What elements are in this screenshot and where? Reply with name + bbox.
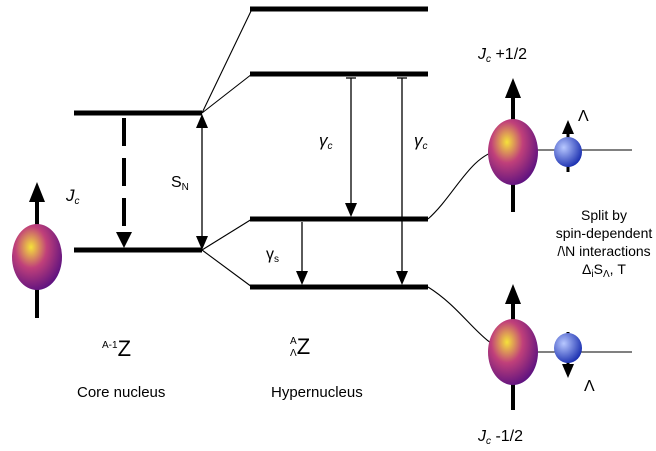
core-spin-label: Jc: [66, 186, 80, 207]
connector-1: [201, 8, 253, 114]
lower-nucleus-spin-arrow-head: [505, 284, 521, 304]
lower-nucleus-sphere: [488, 319, 538, 385]
hyper-hyperon-sub: Λ: [290, 348, 297, 360]
connector-2: [201, 73, 253, 114]
core-dashed-arrow-head: [116, 232, 132, 248]
upper-state-j: J: [478, 46, 486, 63]
hyper-caption: Hypernucleus: [271, 384, 363, 401]
gamma-s-sub: s: [274, 254, 279, 265]
core-caption: Core nucleus: [77, 384, 166, 401]
lower-lambda-sphere: [554, 333, 582, 363]
upper-lambda-spin-arrow-head: [562, 120, 574, 134]
split-note-t: , T: [609, 261, 626, 277]
lower-state-suffix: -1/2: [495, 428, 524, 445]
split-note-line-2: spin-dependent: [555, 225, 653, 241]
split-note-line-3: /\N interactions: [557, 243, 651, 259]
sn-symbol: S: [171, 174, 182, 191]
core-element: Z: [117, 336, 132, 361]
gamma-c-label-2: γc: [414, 131, 428, 152]
hyper-mass-prefix: A: [290, 336, 297, 348]
core-spin-symbol: J: [66, 186, 75, 205]
upper-lambda-label: Λ: [578, 108, 589, 125]
lower-lambda-label: Λ: [584, 378, 595, 395]
hyper-nucleus-symbol: A Λ Z: [290, 334, 310, 360]
core-nucleus-sphere: [12, 224, 62, 290]
split-note-s: S: [593, 261, 603, 277]
hyper-element: Z: [296, 334, 311, 359]
gamma-s-transition-head: [296, 271, 308, 285]
lower-state-label: Jc -1/2: [478, 428, 523, 447]
gamma-c-sub-2: c: [422, 141, 428, 152]
connector-3: [201, 218, 253, 251]
lower-lambda-spin-arrow-head: [562, 364, 574, 378]
upper-nucleus-sphere: [488, 119, 538, 185]
connector-4: [201, 249, 253, 288]
sn-label: SN: [171, 174, 189, 193]
core-nucleus-symbol: A-1Z: [102, 336, 131, 362]
split-note-line-4: ΔiSΛ, T: [552, 260, 656, 284]
split-note-delta: Δ: [582, 261, 592, 277]
upper-nucleus-spin-arrow-head: [505, 78, 521, 98]
gamma-c-symbol-2: γ: [414, 131, 423, 150]
split-note-sub-lambda: Λ: [602, 269, 610, 280]
gamma-c-sub-1: c: [327, 141, 333, 152]
upper-state-label: Jc +1/2: [478, 46, 527, 65]
split-note: Split by spin-dependent /\N interactions…: [552, 206, 656, 284]
split-note-line-1: Split by: [581, 207, 627, 223]
lower-state-j: J: [478, 428, 486, 445]
sn-arrow-head-top: [196, 114, 208, 128]
sn-sub: N: [181, 182, 189, 193]
upper-state-suffix: +1/2: [495, 46, 528, 63]
core-spin-arrow-head: [29, 182, 45, 202]
gamma-c-label-1: γc: [319, 131, 333, 152]
core-spin-sub: c: [74, 196, 80, 207]
gamma-s-label: γs: [266, 246, 279, 265]
gamma-c-transition-2-head: [396, 271, 408, 285]
core-mass-prefix: A-1: [102, 340, 118, 351]
lower-state-sub: c: [486, 436, 491, 447]
gamma-c-symbol-1: γ: [319, 131, 328, 150]
gamma-s-symbol: γ: [266, 246, 274, 263]
split-note-sub-i: i: [591, 269, 594, 280]
upper-state-sub: c: [486, 54, 491, 65]
gamma-c-transition-1-head: [345, 203, 357, 217]
upper-lambda-sphere: [554, 137, 582, 167]
sn-arrow-head-bottom: [196, 236, 208, 250]
